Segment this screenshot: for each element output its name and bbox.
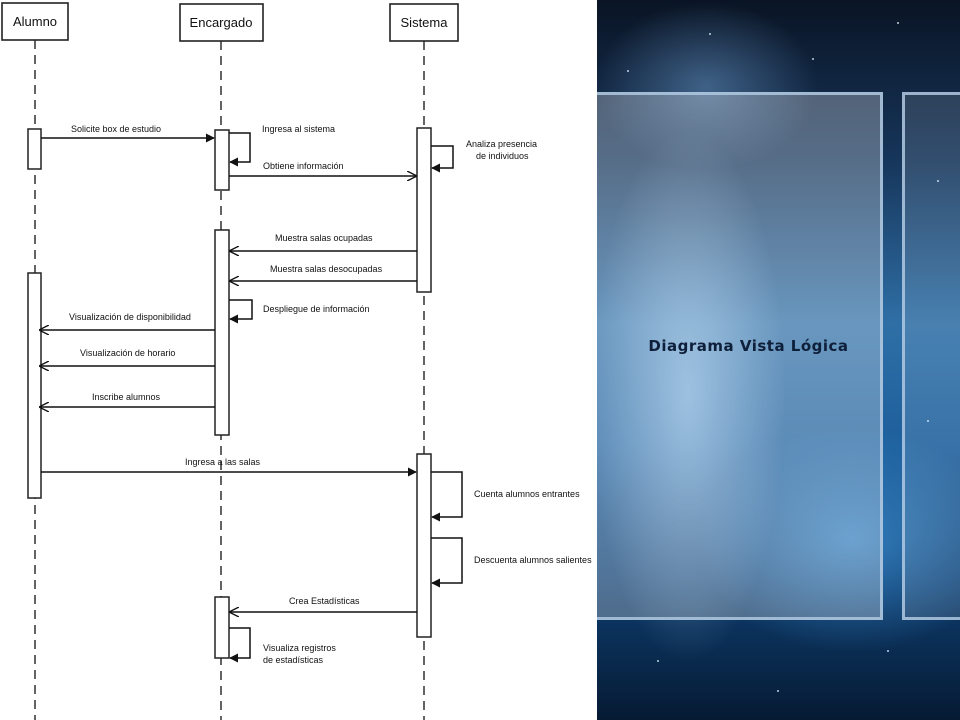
actor-label-sistema: Sistema (401, 15, 449, 30)
message-label: Visualiza registros (263, 643, 336, 653)
message-label: Ingresa a las salas (185, 457, 261, 467)
message-label: Inscribe alumnos (92, 392, 161, 402)
activation-sistema-1 (416, 127, 432, 293)
message-label: de estadísticas (263, 655, 324, 665)
activation-encargado-3 (214, 596, 230, 659)
message-label: Muestra salas ocupadas (275, 233, 373, 243)
message-label: Muestra salas desocupadas (270, 264, 383, 274)
actor-box-encargado (179, 3, 264, 42)
message-label: de individuos (476, 151, 529, 161)
activation-alumno-1 (27, 128, 42, 170)
slide-title: Diagrama Vista Lógica (648, 337, 849, 355)
message-label: Solicite box de estudio (71, 124, 161, 134)
self-message-arrow (431, 471, 463, 522)
star-dot (887, 650, 889, 652)
message-label: Cuenta alumnos entrantes (474, 489, 580, 499)
star-dot (812, 58, 814, 60)
self-message-arrow (431, 145, 454, 173)
self-message-arrow (229, 299, 253, 324)
actor-box-sistema (389, 3, 459, 42)
message-label: Despliegue de información (263, 304, 370, 314)
actor-label-alumno: Alumno (13, 14, 57, 29)
star-dot (657, 660, 659, 662)
message-label: Analiza presencia (466, 139, 537, 149)
activation-encargado-1 (214, 129, 230, 191)
activation-sistema-2 (416, 453, 432, 638)
star-dot (897, 22, 899, 24)
star-dot (709, 33, 711, 35)
sequence-diagram-canvas: Alumno Encargado Sistema Solicite box de… (1, 2, 592, 720)
sequence-diagram: Alumno Encargado Sistema Solicite box de… (1, 2, 593, 720)
self-message-arrow (431, 537, 463, 588)
message-label: Visualización de disponibilidad (69, 312, 191, 322)
self-message-arrow (229, 132, 251, 167)
message-label: Visualización de horario (80, 348, 175, 358)
star-dot (937, 180, 939, 182)
star-dot (627, 70, 629, 72)
slide-frame-right (902, 92, 960, 620)
slide-frame-main (597, 92, 883, 620)
message-label: Descuenta alumnos salientes (474, 555, 592, 565)
message-label: Ingresa al sistema (262, 124, 335, 134)
actor-box-alumno (1, 2, 69, 41)
activation-alumno-2 (27, 272, 42, 499)
star-dot (777, 690, 779, 692)
star-dot (927, 420, 929, 422)
message-label: Crea Estadísticas (289, 596, 360, 606)
slide-background-panel: Diagrama Vista Lógica (597, 0, 960, 720)
message-label: Obtiene información (263, 161, 344, 171)
self-message-arrow (229, 627, 251, 663)
actor-label-encargado: Encargado (190, 15, 253, 30)
activation-encargado-2 (214, 229, 230, 436)
